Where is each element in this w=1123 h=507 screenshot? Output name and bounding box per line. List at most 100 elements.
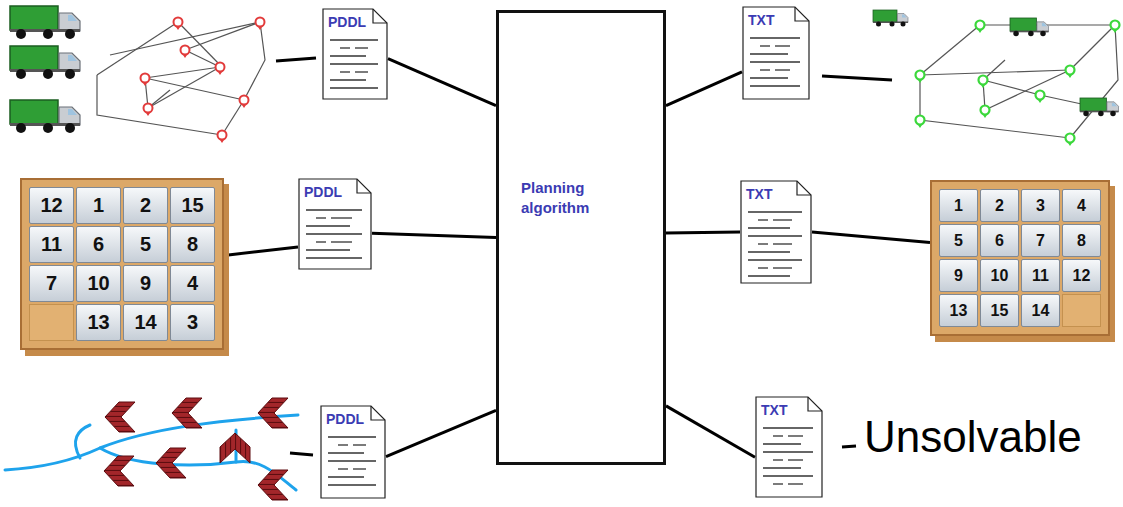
tile-number: 14 <box>123 304 168 341</box>
text-line-glyph <box>773 219 792 220</box>
text-line-glyph <box>353 468 366 469</box>
text-line-glyph <box>773 460 803 461</box>
text-line-glyph <box>748 235 802 236</box>
tile-number: 2 <box>980 189 1019 222</box>
tile-number: 3 <box>170 304 215 341</box>
flow-line <box>372 233 496 237</box>
text-line-glyph <box>328 452 364 453</box>
page-fold <box>371 406 385 420</box>
text-line-glyph <box>773 243 792 244</box>
text-line-glyph <box>355 47 368 48</box>
tile-number: 6 <box>980 224 1019 257</box>
tile-number: 8 <box>1062 224 1101 257</box>
tile-number: 4 <box>170 265 215 302</box>
text-line-glyph <box>763 451 813 452</box>
text-line-glyph <box>331 217 352 218</box>
truck <box>10 46 80 79</box>
text-line-glyph <box>773 435 783 436</box>
text-line-glyph <box>306 258 362 259</box>
tile-number: 4 <box>1062 189 1101 222</box>
page-fold <box>808 397 822 411</box>
tile-number: 12 <box>29 187 74 224</box>
text-line-glyph <box>748 211 802 212</box>
text-line-glyph <box>750 62 800 63</box>
river <box>5 415 298 490</box>
flow-line <box>666 406 755 457</box>
truck <box>10 100 80 133</box>
tile-number: 10 <box>76 265 121 302</box>
text-line-glyph <box>763 444 801 445</box>
text-line-glyph <box>330 63 378 64</box>
text-line-glyph <box>773 484 803 485</box>
text-line-glyph <box>306 225 350 226</box>
tile-number: 3 <box>1021 189 1060 222</box>
text-line-glyph <box>330 64 378 65</box>
tile-number: 1 <box>76 187 121 224</box>
tile-number: 9 <box>123 265 168 302</box>
text-line-glyph <box>306 210 362 211</box>
text-line-glyph <box>328 477 364 478</box>
text-line-glyph <box>748 275 790 276</box>
text-line-glyph <box>788 483 803 484</box>
text-line-glyph <box>758 267 768 268</box>
text-line-glyph <box>748 236 802 237</box>
text-line-glyph <box>330 55 366 56</box>
tile-number: 7 <box>1021 224 1060 257</box>
text-line-glyph <box>748 212 802 213</box>
text-line-glyph <box>330 87 378 88</box>
text-line-glyph <box>328 485 376 486</box>
text-line-glyph <box>750 77 788 78</box>
tile-number: 1 <box>939 189 978 222</box>
file-type-label: PDDL <box>322 8 388 30</box>
tile-number: 2 <box>123 187 168 224</box>
text-line-glyph <box>328 437 376 438</box>
text-line-glyph <box>328 476 364 477</box>
road-graph-goal-nodes <box>916 21 1120 147</box>
text-line-glyph <box>773 436 803 437</box>
file-type-label: PDDL <box>320 405 386 427</box>
text-line-glyph <box>763 452 813 453</box>
text-line-glyph <box>330 88 378 89</box>
flow-line <box>666 231 740 235</box>
text-line-glyph <box>763 475 813 476</box>
document-icon: TXT <box>740 180 812 284</box>
text-line-glyph <box>355 71 368 72</box>
text-line-glyph <box>316 217 326 218</box>
page-outline <box>299 179 371 269</box>
tile-number: 10 <box>980 259 1019 292</box>
file-type-label: PDDL <box>298 178 372 200</box>
text-line-glyph <box>773 483 783 484</box>
document-icon: PDDL <box>322 8 388 100</box>
empty-slot <box>29 304 74 341</box>
text-line-glyph <box>748 227 790 228</box>
text-line-glyph <box>760 69 770 70</box>
truck <box>10 6 80 39</box>
text-line-glyph <box>763 468 801 469</box>
text-line-glyph <box>748 228 790 229</box>
text-line-glyph <box>316 218 352 219</box>
text-line-glyph <box>763 476 813 477</box>
text-line-glyph <box>760 46 790 47</box>
document-icon: TXT <box>742 6 810 100</box>
text-line-glyph <box>758 219 768 220</box>
text-line-glyph <box>750 38 800 39</box>
text-line-glyph <box>763 428 813 429</box>
tile-number: 11 <box>29 226 74 263</box>
tile-number: 13 <box>939 294 978 327</box>
text-line-glyph <box>788 435 803 436</box>
file-type-label: TXT <box>755 396 823 418</box>
flow-line <box>812 232 930 242</box>
text-line-glyph <box>330 56 366 57</box>
flow-line <box>388 59 496 106</box>
text-line-glyph <box>340 47 350 48</box>
tile-number: 5 <box>939 224 978 257</box>
puzzle-board: 123456789101112131514 <box>930 180 1110 336</box>
result-label: Unsolvable <box>864 412 1082 462</box>
text-line-glyph <box>330 79 366 80</box>
flow-line <box>386 410 496 456</box>
text-line-glyph <box>748 260 802 261</box>
text-line-glyph <box>306 226 350 227</box>
text-line-glyph <box>353 444 366 445</box>
tile-number: 5 <box>123 226 168 263</box>
text-line-glyph <box>773 459 783 460</box>
